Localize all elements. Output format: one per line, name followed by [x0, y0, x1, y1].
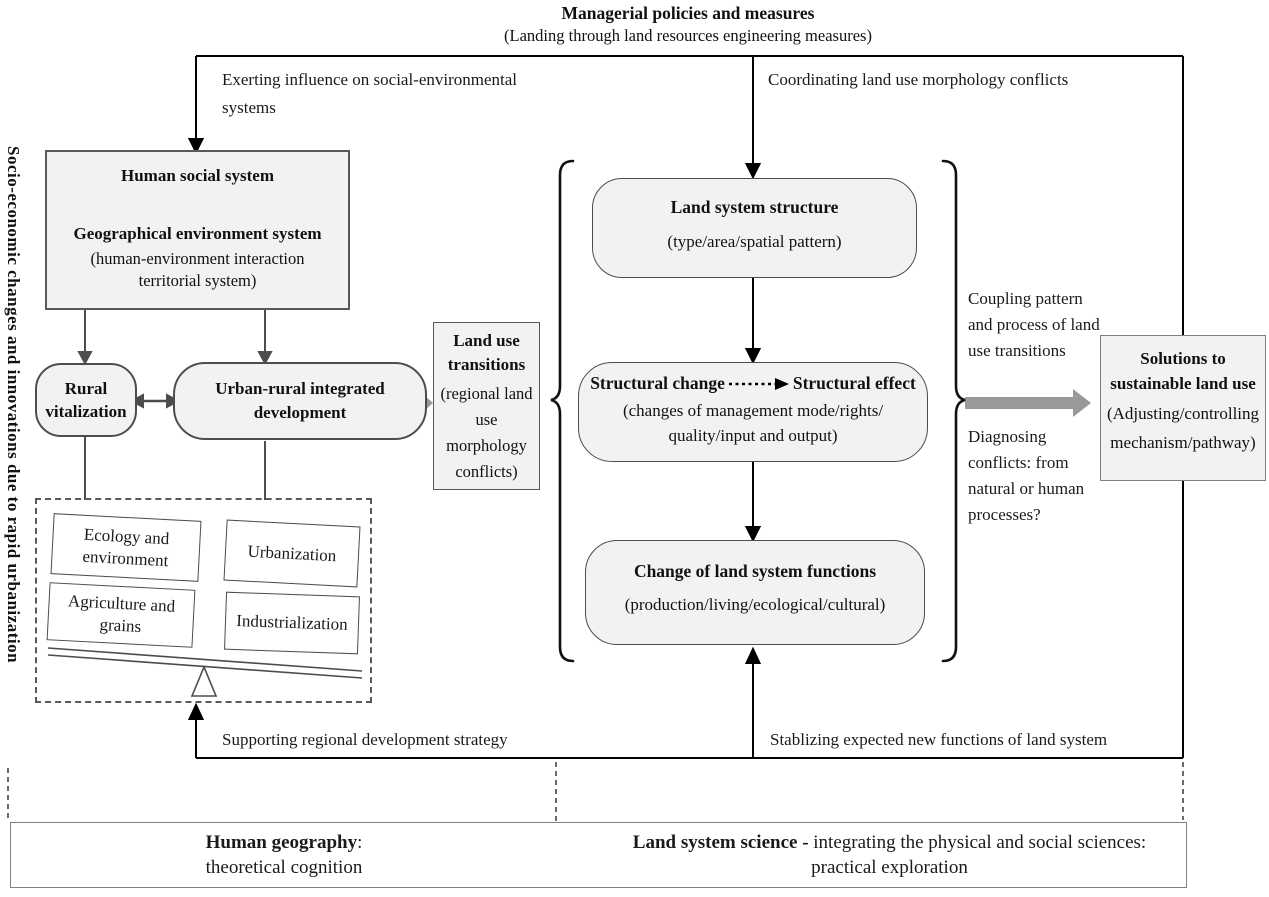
land-system-science-rest: integrating the physical and social scie… — [808, 832, 1147, 853]
driver-box-industrialization: Industrialization — [224, 591, 360, 655]
curly-braces — [550, 159, 966, 663]
middle-column-arrows — [744, 278, 762, 543]
structural-subtitle: (changes of management mode/rights/ qual… — [579, 398, 927, 448]
structural-change-effect-box: Structural change Structural effect (cha… — [578, 362, 928, 462]
land-use-transitions-box: Land use transitions (regional land use … — [433, 322, 540, 490]
land-system-science-line1: Land system science - integrating the ph… — [591, 830, 1188, 855]
human-environment-subtitle-line2: territorial system) — [138, 271, 257, 290]
structural-change-label: Structural change — [590, 373, 725, 393]
driver-box-urbanization: Urbanization — [223, 519, 361, 588]
label-coordinating-conflicts: Coordinating land use morphology conflic… — [768, 70, 1069, 89]
structural-title-row: Structural change Structural effect — [579, 373, 927, 394]
solutions-subtitle-line2: mechanism/pathway) — [1110, 433, 1256, 452]
solutions-box: Solutions to sustainable land use (Adjus… — [1100, 335, 1266, 481]
structure-title: Land system structure — [670, 197, 839, 217]
structural-subtitle-line2: quality/input and output) — [668, 426, 838, 445]
structural-subtitle-line1: (changes of management mode/rights/ — [622, 401, 884, 420]
driver-box-ecology: Ecology and environment — [50, 513, 202, 582]
geographical-environment-title: Geographical environment system — [73, 224, 322, 243]
header-title: Managerial policies and measures — [561, 3, 815, 23]
seesaw-fulcrum-triangle — [190, 664, 218, 697]
transitions-title: Land use transitions — [447, 331, 526, 374]
seesaw-beam-top — [47, 647, 363, 672]
functions-title: Change of land system functions — [633, 561, 877, 581]
seesaw-beam-bottom — [47, 654, 363, 679]
human-environment-subtitle: (human-environment interaction territori… — [47, 248, 348, 292]
seesaw — [47, 647, 363, 697]
land-system-science-cell: Land system science - integrating the ph… — [591, 823, 1188, 887]
human-geography-colon: : — [357, 832, 363, 853]
drivers-dashed-frame — [35, 498, 372, 703]
transitions-subtitle: (regional land use morphology conflicts) — [440, 384, 533, 481]
human-environment-subtitle-line1: (human-environment interaction — [90, 249, 305, 268]
solutions-subtitle-line1: (Adjusting/controlling — [1106, 404, 1260, 423]
human-geography-bold: Human geography — [205, 832, 358, 853]
diagnosing-conflicts-text: Diagnosing conflicts: from natural or hu… — [968, 427, 1085, 524]
solutions-title: Solutions to sustainable land use — [1110, 349, 1256, 393]
human-environment-system-box: Human social system Geographical environ… — [45, 150, 350, 310]
left-brace — [550, 159, 575, 663]
right-brace — [941, 159, 966, 663]
human-social-system-title: Human social system — [121, 166, 274, 185]
coupling-pattern-text: Coupling pattern and process of land use… — [968, 289, 1100, 360]
structure-subtitle: (type/area/spatial pattern) — [667, 232, 842, 251]
structural-effect-label: Structural effect — [792, 373, 916, 393]
urban-rural-development-box: Urban-rural integrated development — [173, 362, 427, 440]
human-geography-line2: theoretical cognition — [205, 857, 363, 878]
land-system-science-line2: practical exploration — [811, 857, 968, 878]
discipline-bottom-bar: Human geography: theoretical cognition L… — [10, 822, 1187, 888]
driver-box-agriculture: Agriculture and grains — [46, 582, 196, 648]
land-system-structure-box: Land system structure (type/area/spatial… — [592, 178, 917, 278]
rural-vitalization-box: Rural vitalization — [35, 363, 137, 437]
human-geography-cell: Human geography: theoretical cognition — [11, 823, 557, 887]
label-supporting-strategy: Supporting regional development strategy — [222, 730, 508, 749]
header-subtitle: (Landing through land resources engineer… — [504, 26, 872, 45]
land-system-science-bold: Land system science - — [632, 832, 809, 853]
left-column-connectors — [77, 310, 273, 500]
label-exerting-influence: Exerting influence on social-environment… — [222, 70, 518, 117]
brace-to-solutions-arrow — [965, 389, 1091, 417]
managerial-policies-header: Managerial policies and measures (Landin… — [438, 2, 938, 47]
side-axis-label: Socio-economic changes and innovations d… — [4, 146, 23, 664]
managerial-loop-arrows — [187, 55, 1184, 759]
bottom-dashed-connectors — [7, 762, 1184, 822]
human-geography-line1: Human geography: — [11, 830, 557, 855]
solutions-subtitle: (Adjusting/controlling mechanism/pathway… — [1101, 399, 1265, 457]
dotted-arrow-icon — [728, 377, 789, 390]
functions-subtitle: (production/living/ecological/cultural) — [624, 595, 886, 614]
label-stablizing-functions: Stablizing expected new functions of lan… — [770, 730, 1108, 749]
land-system-functions-box: Change of land system functions (product… — [585, 540, 925, 645]
